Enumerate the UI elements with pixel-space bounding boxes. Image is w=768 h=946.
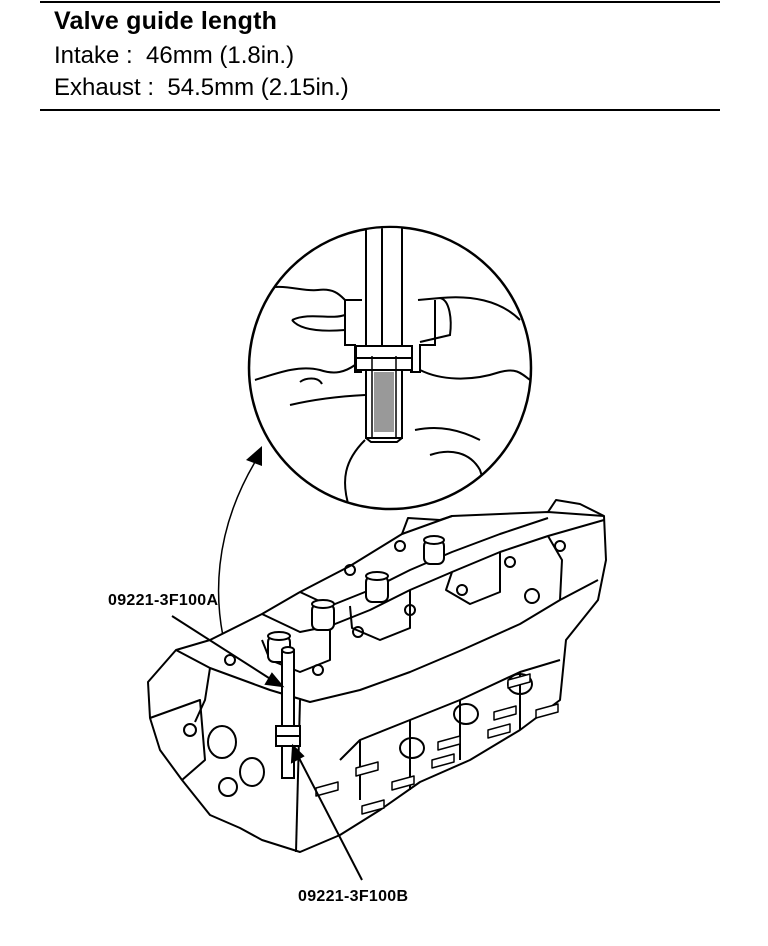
callout-tool-a: 09221-3F100A (108, 592, 219, 609)
guide-installer-tool (275, 646, 301, 779)
spec-title: Valve guide length (54, 7, 278, 35)
spec-exhaust: Exhaust : 54.5mm (2.15in.) (54, 74, 349, 101)
spec-intake: Intake : 46mm (1.8in.) (54, 42, 295, 69)
cylinder-head (147, 499, 607, 853)
callout-tool-b: 09221-3F100B (298, 888, 409, 905)
callout-leaders (171, 615, 363, 881)
bottom-rule (40, 109, 720, 111)
detail-magnifier (247, 225, 533, 511)
top-rule (40, 1, 720, 3)
